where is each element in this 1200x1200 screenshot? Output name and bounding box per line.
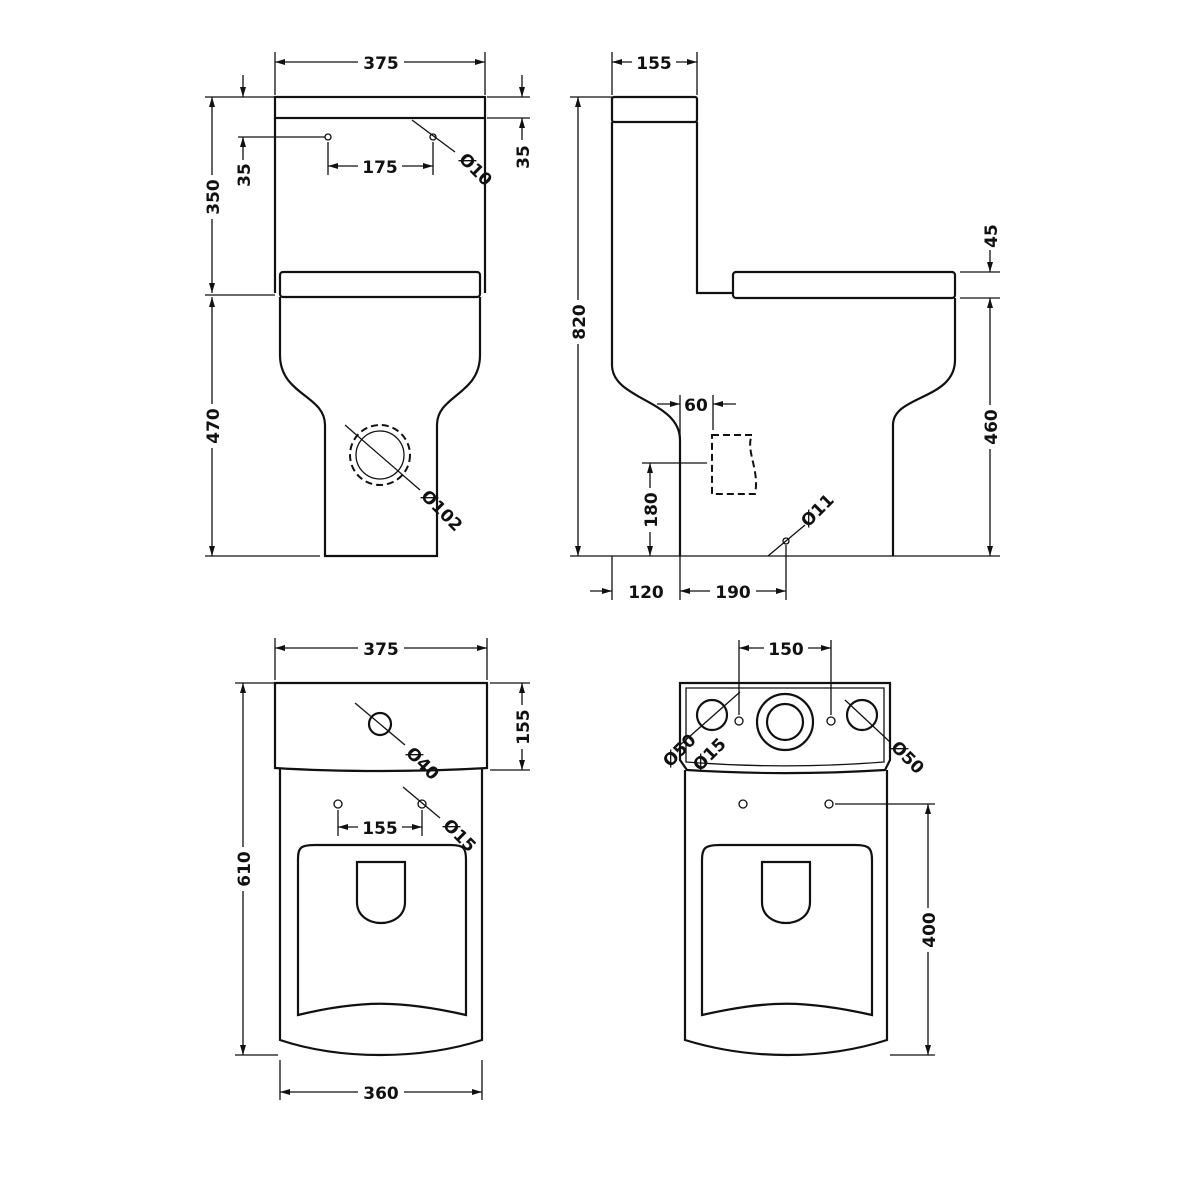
dim-top-width: 375 (363, 640, 399, 660)
side-view: 820 45 460 155 60 180 120 190 Ø11 (566, 50, 1002, 603)
dim-button-spacing: 175 (362, 158, 398, 178)
underside-view: 150 Ø50 Ø15 Ø50 400 (659, 636, 940, 1057)
dim-back-offset: 120 (628, 583, 664, 603)
dim-outlet-setback: 60 (684, 396, 708, 416)
dim-pan-height: 470 (204, 408, 224, 444)
dim-base-width: 360 (363, 1084, 399, 1104)
front-view: 375 350 470 35 35 175 Ø10 Ø102 (200, 50, 534, 558)
dim-seat-fixing-spacing: 155 (362, 819, 398, 839)
dim-seat-fixing-depth: 400 (920, 912, 940, 948)
dim-overall-depth: 610 (235, 851, 255, 887)
dim-pan-height-side: 460 (982, 409, 1002, 445)
dim-tank-height: 350 (204, 179, 224, 215)
dim-seat-thickness: 45 (982, 224, 1002, 248)
label-button-hole: Ø10 (454, 149, 495, 190)
dim-top-tank-depth: 155 (514, 709, 534, 745)
dim-tank-offset-left: 35 (235, 163, 255, 187)
dim-fixing-distance: 190 (715, 583, 751, 603)
dim-front-width: 375 (363, 54, 399, 74)
label-right-hole: Ø50 (886, 737, 927, 778)
label-waste-outlet: Ø102 (416, 486, 465, 535)
dim-tank-offset-right: 35 (514, 145, 534, 169)
label-tap-hole: Ø40 (401, 743, 442, 784)
dim-overall-height: 820 (570, 304, 590, 340)
dim-outlet-height: 180 (642, 492, 662, 528)
dim-tank-depth: 155 (636, 54, 672, 74)
top-view: 375 155 610 360 155 Ø40 Ø15 (231, 636, 534, 1104)
label-seat-hole: Ø15 (438, 815, 479, 856)
dim-fixing-spacing: 150 (768, 640, 804, 660)
